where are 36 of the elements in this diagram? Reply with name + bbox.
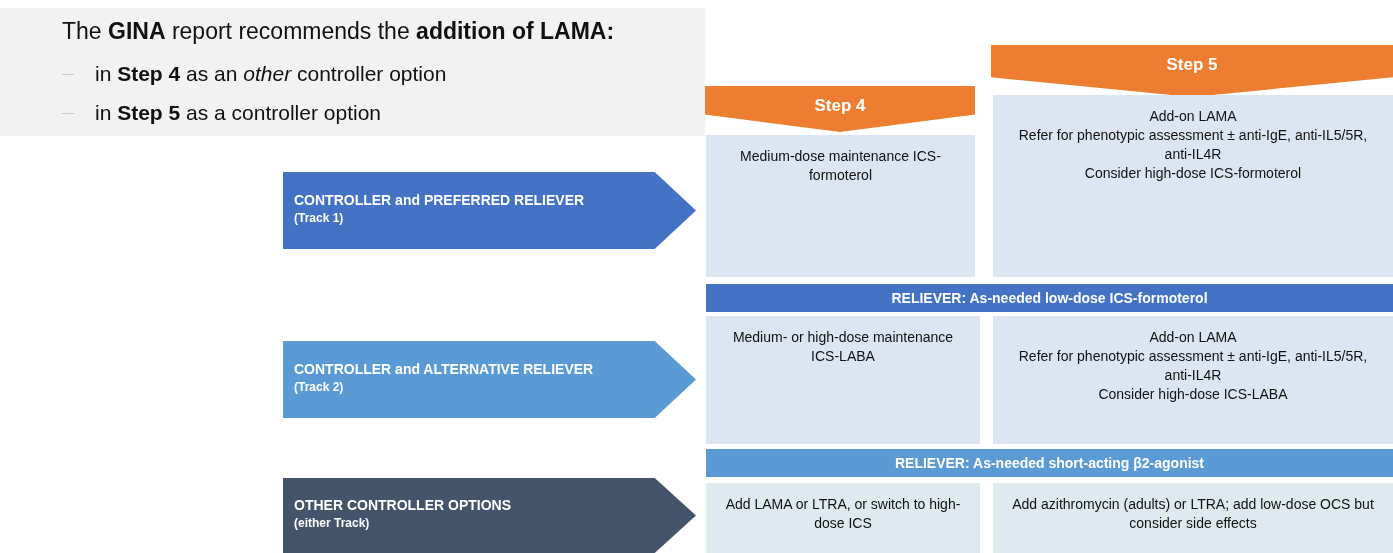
node-text: Medium- or high-dose maintenance ICS-LABA [731,328,955,366]
step-banner [705,86,975,132]
node-text: Medium-dose maintenance ICS-formoterol [739,147,942,185]
node-text: Consider high-dose ICS-formoterol [1084,163,1302,183]
bullet-text: in Step 5 as a controller option [95,101,381,125]
table-cell [993,95,1393,277]
track-subtitle: (Track 2) [294,378,344,396]
node-text: Add-on LAMA [1149,107,1237,126]
step-banner [991,45,1393,97]
node-text: RELIEVER: As-needed low-dose ICS-formoterol [891,288,1208,308]
node-text: Add LAMA or LTRA, or switch to high-dose ICS [724,495,962,533]
node-text: Consider high-dose ICS-LABA [1098,384,1288,404]
node-text: RELIEVER: As-needed short-acting β2-agonist [894,453,1205,473]
reliever-bar [706,284,1393,312]
table-cell [706,135,975,277]
node-text: CONTROLLER and PREFERRED RELIEVER [294,190,585,210]
node-text: Refer for phenotypic assessment ± anti-IgE, anti-IL5/5R, anti-IL4R [1017,346,1369,385]
track-subtitle: (Track 1) [294,209,344,227]
title: The GINA report recommends the addition of LAMA: [62,18,615,45]
node-text: Step 4 [814,95,866,117]
bullet-text: in Step 4 as an other controller option [95,62,447,86]
node-text: CONTROLLER and ALTERNATIVE RELIEVER [294,359,594,379]
reliever-bar [706,449,1393,477]
table-cell [993,483,1393,553]
track-arrow [283,341,696,418]
node-text: OTHER CONTROLLER OPTIONS [294,495,511,515]
node-text: Step 5 [1166,54,1218,76]
node-text: Refer for phenotypic assessment ± anti-IgE, anti-IL5/5R, anti-IL4R [1017,125,1369,164]
node-text: Add-on LAMA [1149,328,1237,347]
table-cell [706,316,980,444]
node-text: Add azithromycin (adults) or LTRA; add low-dose OCS but consider side effects [1011,495,1375,533]
table-cell [993,316,1393,444]
table-cell [706,483,980,553]
track-subtitle: (either Track) [294,514,370,532]
track-arrow [283,478,696,553]
track-arrow [283,172,696,249]
